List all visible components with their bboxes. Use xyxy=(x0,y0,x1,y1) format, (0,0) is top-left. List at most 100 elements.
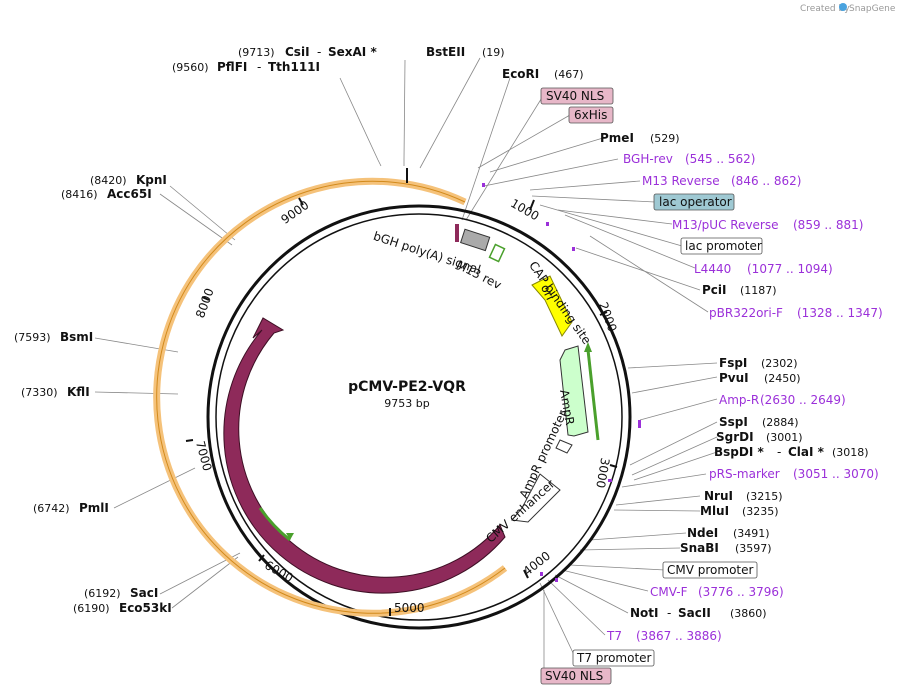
bgh-polya-feature[interactable] xyxy=(460,228,491,252)
right-site-sgrdi[interactable]: SgrDI (3001) xyxy=(716,430,803,444)
left-site-eco53ki[interactable]: (6190) Eco53kI xyxy=(73,601,172,615)
left-site-pmli[interactable]: (6742) PmlI xyxy=(33,501,109,515)
svg-text:Amp-R: Amp-R xyxy=(719,393,759,407)
tick-5000: 5000 xyxy=(394,601,425,615)
feature-lac-operator[interactable]: lac operator xyxy=(653,193,735,211)
svg-text:MluI: MluI xyxy=(700,504,729,518)
svg-text:(9713): (9713) xyxy=(238,46,275,59)
svg-text:SacI: SacI xyxy=(130,586,158,600)
feature-6xhis[interactable]: 6xHis xyxy=(568,106,614,124)
svg-text:(2302): (2302) xyxy=(761,357,798,370)
lac-features-cluster xyxy=(488,243,506,263)
left-site-csii-sexai[interactable]: (9713) CsiI - SexAI * xyxy=(238,45,377,59)
svg-text:BspDI *: BspDI * xyxy=(714,445,764,459)
svg-text:(3776 .. 3796): (3776 .. 3796) xyxy=(698,585,784,599)
feature-lac-promoter[interactable]: lac promoter xyxy=(680,237,763,255)
snapgene-logo-icon xyxy=(839,3,847,11)
svg-text:SacII: SacII xyxy=(678,606,711,620)
left-site-pflfi-tth111i[interactable]: (9560) PflFI - Tth111I xyxy=(172,60,320,74)
feature-t7-promoter[interactable]: T7 promoter xyxy=(572,649,655,667)
right-site-nrui[interactable]: NruI (3215) xyxy=(704,489,783,503)
backbone-inner-ring xyxy=(215,213,623,621)
feature-cmv-promoter[interactable]: CMV promoter xyxy=(662,561,758,579)
right-site-ndei[interactable]: NdeI (3491) xyxy=(687,526,770,540)
svg-text:CMV-F: CMV-F xyxy=(650,585,688,599)
right-site-pmei[interactable]: PmeI (529) xyxy=(600,131,680,145)
tick-marks xyxy=(185,168,618,616)
svg-text:pRS-marker: pRS-marker xyxy=(709,467,780,481)
svg-text:PmeI: PmeI xyxy=(600,131,634,145)
svg-text:-: - xyxy=(667,606,671,620)
primer-prs-marker[interactable]: pRS-marker (3051 .. 3070) xyxy=(709,467,879,481)
svg-text:Acc65I: Acc65I xyxy=(107,187,152,201)
plasmid-name: pCMV-PE2-VQR xyxy=(348,379,466,395)
cas9-label: Cas9 xyxy=(286,509,319,535)
svg-text:(9560): (9560) xyxy=(172,61,209,74)
svg-text:(8420): (8420) xyxy=(90,174,127,187)
ampr-arrow[interactable] xyxy=(559,345,589,437)
primer-m13-puc-reverse[interactable]: M13/pUC Reverse (859 .. 881) xyxy=(672,218,863,232)
primer-t7[interactable]: T7 (3867 .. 3886) xyxy=(606,629,722,643)
svg-text:PmlI: PmlI xyxy=(79,501,109,515)
svg-text:CMV promoter: CMV promoter xyxy=(667,563,754,577)
sv40-nls-marker xyxy=(455,224,459,242)
svg-text:(7593): (7593) xyxy=(14,331,51,344)
right-site-snabi[interactable]: SnaBI (3597) xyxy=(680,541,772,555)
svg-text:(3235): (3235) xyxy=(742,505,779,518)
svg-text:KflI: KflI xyxy=(67,385,90,399)
right-site-bspdi-clai[interactable]: BspDI * - ClaI * (3018) xyxy=(714,445,869,459)
primer-l4440[interactable]: L4440 (1077 .. 1094) xyxy=(694,262,833,276)
tick-1000: 1000 xyxy=(508,196,541,223)
right-site-mlui[interactable]: MluI (3235) xyxy=(700,504,779,518)
right-site-bsteii[interactable]: BstEII (19) xyxy=(426,45,505,59)
left-site-kpni[interactable]: (8420) KpnI xyxy=(90,173,167,187)
svg-text:(6742): (6742) xyxy=(33,502,70,515)
right-site-noti-sacii[interactable]: NotI - SacII (3860) xyxy=(630,606,767,620)
svg-text:SV40 NLS: SV40 NLS xyxy=(546,89,604,103)
svg-text:BGH-rev: BGH-rev xyxy=(623,152,673,166)
right-site-pvui[interactable]: PvuI (2450) xyxy=(719,371,801,385)
feature-sv40-nls-bottom[interactable]: SV40 NLS xyxy=(540,667,612,685)
primer-marks xyxy=(482,183,641,582)
svg-text:(545 .. 562): (545 .. 562) xyxy=(685,152,755,166)
plasmid-size: 9753 bp xyxy=(384,397,429,410)
ampr-primer-arrow xyxy=(586,349,600,441)
svg-text:EcoRI: EcoRI xyxy=(502,67,539,81)
primer-amp-r[interactable]: Amp-R (2630 .. 2649) xyxy=(719,393,846,407)
ori-arrow[interactable] xyxy=(531,275,573,337)
svg-text:6xHis: 6xHis xyxy=(574,108,607,122)
svg-text:(6192): (6192) xyxy=(84,587,121,600)
svg-text:M13 Reverse: M13 Reverse xyxy=(642,174,720,188)
credit-prefix: Created by xyxy=(800,4,850,14)
right-site-fspi[interactable]: FspI (2302) xyxy=(719,356,798,370)
svg-text:Tth111I: Tth111I xyxy=(268,60,320,74)
left-site-acc65i[interactable]: (8416) Acc65I xyxy=(61,187,152,201)
cas9-arrow[interactable] xyxy=(223,317,506,594)
left-site-bsmi[interactable]: (7593) BsmI xyxy=(14,330,93,344)
svg-text:-: - xyxy=(777,445,781,459)
svg-text:(7330): (7330) xyxy=(21,386,58,399)
svg-text:FspI: FspI xyxy=(719,356,747,370)
left-site-kfli[interactable]: (7330) KflI xyxy=(21,385,90,399)
primer-bgh-rev[interactable]: BGH-rev (545 .. 562) xyxy=(623,152,755,166)
feature-sv40-nls-top[interactable]: SV40 NLS xyxy=(540,87,614,105)
svg-text:(1187): (1187) xyxy=(740,284,777,297)
svg-text:M13/pUC Reverse: M13/pUC Reverse xyxy=(672,218,779,232)
svg-text:NdeI: NdeI xyxy=(687,526,718,540)
ampr-promoter-arrow[interactable] xyxy=(555,439,573,454)
svg-text:SexAI *: SexAI * xyxy=(328,45,377,59)
right-site-ecori[interactable]: EcoRI (467) xyxy=(502,67,584,81)
svg-text:(2630 .. 2649): (2630 .. 2649) xyxy=(760,393,846,407)
right-site-pcii[interactable]: PciI (1187) xyxy=(702,283,777,297)
cmv-enhancer-arrow[interactable] xyxy=(511,473,561,523)
left-site-saci[interactable]: (6192) SacI xyxy=(84,586,158,600)
svg-text:lac promoter: lac promoter xyxy=(685,239,762,253)
primer-pbr322ori-f[interactable]: pBR322ori-F (1328 .. 1347) xyxy=(709,306,883,320)
right-site-sspi[interactable]: SspI (2884) xyxy=(719,415,799,429)
ori-label: ori xyxy=(538,282,557,302)
svg-text:(3597): (3597) xyxy=(735,542,772,555)
svg-text:(3867 .. 3886): (3867 .. 3886) xyxy=(636,629,722,643)
primer-m13-reverse[interactable]: M13 Reverse (846 .. 862) xyxy=(642,174,801,188)
primer-cmv-f[interactable]: CMV-F (3776 .. 3796) xyxy=(650,585,784,599)
